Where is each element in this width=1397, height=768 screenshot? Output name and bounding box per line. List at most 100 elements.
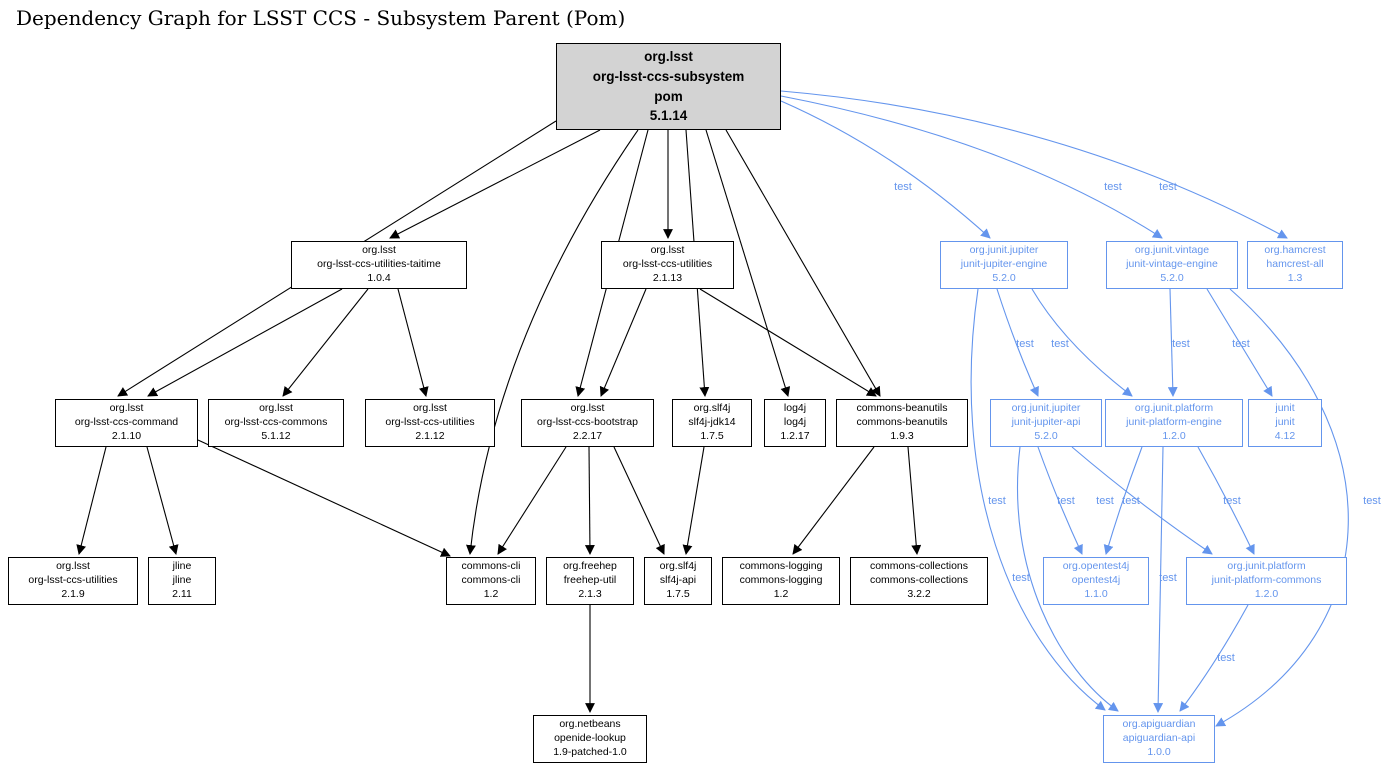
node-label: apiguardian-api (1122, 732, 1196, 745)
edge-label-subsystem-to-junit-vintage-engine: test (1104, 181, 1122, 193)
node-label: log4j (783, 416, 807, 429)
node-label: commons-beanutils (856, 402, 948, 415)
node-label: org.lsst (259, 402, 293, 415)
node-label: 1.7.5 (700, 429, 724, 442)
node-label: opentest4j (1071, 574, 1121, 587)
node-label: 2.1.10 (111, 429, 142, 442)
node-label: 1.2.0 (1254, 587, 1279, 600)
node-label: org.lsst (644, 49, 693, 65)
node-label: 1.2 (773, 587, 789, 600)
node-label: junit-jupiter-engine (960, 258, 1048, 271)
edge-label-junit-jupiter-api-to-opentest4j: test (1057, 495, 1075, 507)
node-label: 5.2.0 (992, 271, 1016, 284)
edge-label-junit-platform-engine-to-junit-platform-commons: test (1223, 495, 1241, 507)
node-label: org.junit.platform (1134, 402, 1214, 415)
edge-label-junit-platform-engine-to-opentest4j: test (1096, 495, 1114, 507)
node-label: junit (1275, 416, 1295, 429)
node-label: 1.7.5 (666, 587, 690, 600)
node-label: 1.3 (1287, 271, 1303, 284)
edge-label-junit-platform-commons-to-apiguardian-api: test (1217, 652, 1235, 664)
edge-taitime-to-commons-5-1-12 (282, 288, 369, 397)
node-label: org-lsst-ccs-bootstrap (537, 416, 638, 429)
node-label: 1.1.0 (1084, 587, 1108, 600)
node-label: jline (172, 560, 192, 573)
node-label: 5.1.12 (261, 429, 291, 442)
edge-junit-platform-engine-to-opentest4j (1103, 446, 1143, 555)
node-label: slf4j-api (659, 574, 697, 587)
node-label: org.junit.vintage (1134, 244, 1210, 257)
edge-commons-beanutils-to-commons-collections (907, 446, 922, 555)
edge-utilities-2-1-13-to-commons-beanutils (699, 288, 877, 397)
node-label: org.slf4j (659, 560, 697, 573)
edge-command-to-commons-cli (197, 439, 451, 557)
node-label: log4j (783, 402, 807, 415)
edge-junit-jupiter-engine-to-junit-platform-engine (1031, 288, 1133, 397)
edge-label-subsystem-to-hamcrest-all: test (1159, 181, 1177, 193)
node-label: org-lsst-ccs-subsystem (592, 68, 745, 84)
edge-utilities-2-1-13-to-bootstrap (599, 288, 647, 397)
edge-bootstrap-to-slf4j-api (613, 446, 665, 555)
node-label: hamcrest-all (1266, 258, 1324, 271)
node-label: org.lsst (650, 244, 685, 257)
node-label: org.slf4j (693, 402, 731, 415)
node-label: 2.1.13 (652, 271, 683, 284)
edge-label-junit-jupiter-api-to-junit-platform-commons: test (1122, 495, 1140, 507)
edge-label-junit-jupiter-engine-to-apiguardian-api: test (988, 495, 1006, 507)
node-label: org.freehep (563, 560, 617, 573)
node-label: org-lsst-ccs-utilities-taitime (317, 258, 441, 271)
node-label: org-lsst-ccs-utilities (28, 574, 118, 587)
node-label: org.lsst (109, 402, 144, 415)
edge-junit-platform-engine-to-apiguardian-api (1153, 446, 1164, 713)
edge-label-junit-vintage-engine-to-apiguardian-api: test (1363, 495, 1381, 507)
node-label: org.lsst (362, 244, 396, 257)
node-label: 4.12 (1274, 429, 1296, 442)
node-label: 2.1.3 (578, 587, 602, 600)
node-label: commons-collections (869, 560, 969, 573)
node-label: 1.2.17 (780, 429, 810, 442)
edge-subsystem-to-hamcrest-all (780, 90, 1288, 239)
edge-junit-platform-commons-to-apiguardian-api (1179, 604, 1249, 712)
edge-bootstrap-to-commons-cli (497, 446, 567, 555)
node-label: org.junit.platform (1227, 560, 1306, 573)
graph-title: Dependency Graph for LSST CCS - Subsyste… (16, 6, 626, 30)
edge-junit-jupiter-api-to-junit-platform-commons (1071, 446, 1213, 555)
node-label: org.netbeans (559, 718, 621, 731)
node-label: org-lsst-ccs-command (74, 416, 179, 429)
edge-commons-beanutils-to-commons-logging (792, 446, 875, 555)
node-label: junit-vintage-engine (1126, 258, 1218, 271)
node-label: 3.2.2 (907, 587, 931, 600)
edge-subsystem-to-commons-beanutils (725, 129, 881, 397)
node-label: org.junit.jupiter (1011, 402, 1081, 415)
node-label: junit (1275, 402, 1295, 415)
node-label: commons-logging (739, 574, 823, 587)
node-label: pom (654, 88, 683, 104)
node-label: org.junit.jupiter (969, 244, 1039, 257)
node-label: freehep-util (563, 574, 617, 587)
node-label: org-lsst-ccs-utilities (622, 258, 713, 271)
node-label: slf4j-jdk14 (688, 416, 736, 429)
edge-command-to-jline (146, 446, 179, 555)
node-label: org-lsst-ccs-commons (224, 416, 328, 429)
edge-label-junit-vintage-engine-to-junit-platform-engine: test (1172, 338, 1190, 350)
edge-subsystem-to-log4j (705, 129, 791, 397)
node-label: 1.2 (483, 587, 499, 600)
edge-bootstrap-to-freehep-util (584, 446, 595, 555)
node-label: commons-cli (461, 560, 521, 573)
edge-taitime-to-command (147, 288, 343, 397)
